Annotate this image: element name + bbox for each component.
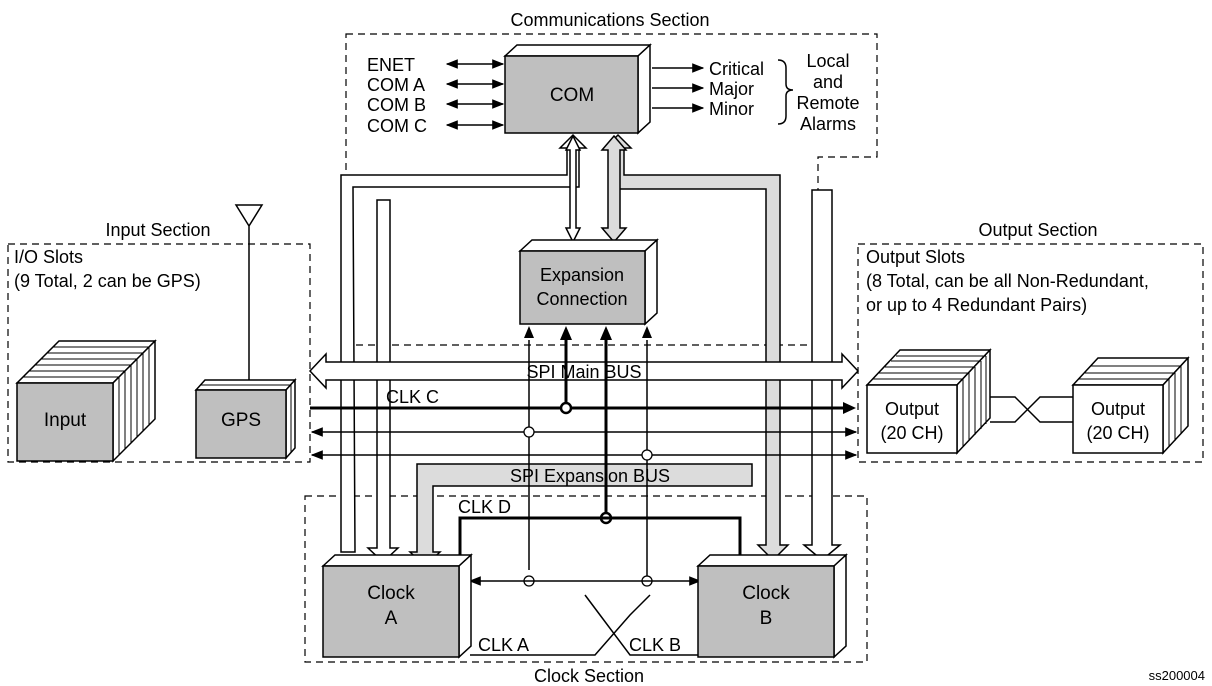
clock-a-line1: Clock: [367, 583, 415, 604]
spi-expansion-bus-label: SPI Expansion BUS: [510, 466, 670, 486]
output-section-title: Output Section: [978, 220, 1097, 240]
inner-left-bus: [366, 199, 400, 564]
output-card-stack-2: Output (20 CH): [1071, 356, 1190, 455]
port-enet: ENET: [367, 55, 415, 75]
com-to-clock-a-bus: [340, 133, 588, 553]
expansion-connection-module: Expansion Connection: [518, 238, 659, 326]
output-2-line2: (20 CH): [1086, 423, 1149, 443]
clock-b-module: Clock B: [696, 553, 848, 659]
clk-cross-lines: [470, 594, 700, 656]
alarm-note-alarms: Alarms: [800, 114, 856, 134]
clk-c-label: CLK C: [386, 387, 439, 407]
antenna-icon: [234, 204, 264, 380]
gps-card-label: GPS: [221, 410, 261, 431]
spi-main-bus-arrow: [308, 352, 860, 390]
expansion-label-line2: Connection: [536, 289, 627, 309]
alarm-brace: [777, 59, 794, 125]
clock-a-module: Clock A: [321, 553, 473, 659]
clk-b-label: CLK B: [629, 635, 681, 655]
clock-section-border: [304, 495, 868, 663]
alarm-critical: Critical: [709, 59, 764, 79]
output-1-line1: Output: [885, 399, 939, 419]
input-card-label: Input: [44, 410, 87, 431]
com-expansion-link-grey: [600, 134, 628, 244]
output-section-border: [857, 243, 1204, 463]
output-1-line2: (20 CH): [880, 423, 943, 443]
clock-section-title: Clock Section: [534, 666, 644, 686]
clk-d-label: CLK D: [458, 497, 511, 517]
alarm-note-and: and: [813, 72, 843, 92]
alarm-minor: Minor: [709, 99, 754, 119]
expansion-label-line1: Expansion: [540, 265, 624, 285]
output-2-line1: Output: [1091, 399, 1145, 419]
io-slots-line1: I/O Slots: [14, 247, 83, 267]
port-com-a: COM A: [367, 75, 425, 95]
port-com-b: COM B: [367, 95, 426, 115]
alarm-note-local: Local: [806, 51, 849, 71]
output-slots-line1: Output Slots: [866, 247, 965, 267]
clk-a-label: CLK A: [478, 635, 529, 655]
port-com-c: COM C: [367, 116, 427, 136]
com-label: COM: [550, 85, 594, 106]
alarm-note-remote: Remote: [796, 93, 859, 113]
spi-main-bus-label: SPI Main BUS: [526, 362, 641, 382]
output-card-stack-1: Output (20 CH): [865, 348, 992, 455]
com-module: COM: [503, 43, 652, 135]
com-to-clock-b-bus: [603, 133, 790, 562]
clock-b-line2: B: [760, 608, 773, 629]
input-card-stack: Input: [15, 339, 157, 463]
com-expansion-link-white: [564, 134, 582, 244]
clock-b-line1: Clock: [742, 583, 790, 604]
gps-card: GPS: [194, 378, 297, 460]
alarm-major: Major: [709, 79, 754, 99]
figure-id: ss200004: [1149, 668, 1205, 683]
communications-section-title: Communications Section: [510, 10, 709, 30]
input-section-border: [7, 243, 311, 463]
clock-a-line2: A: [385, 608, 398, 629]
output-slots-line3: or up to 4 Redundant Pairs): [866, 295, 1087, 315]
io-slots-line2: (9 Total, 2 can be GPS): [14, 271, 201, 291]
input-section-title: Input Section: [105, 220, 210, 240]
output-slots-line2: (8 Total, can be all Non-Redundant,: [866, 271, 1149, 291]
output-redundancy-cross: [990, 396, 1073, 423]
